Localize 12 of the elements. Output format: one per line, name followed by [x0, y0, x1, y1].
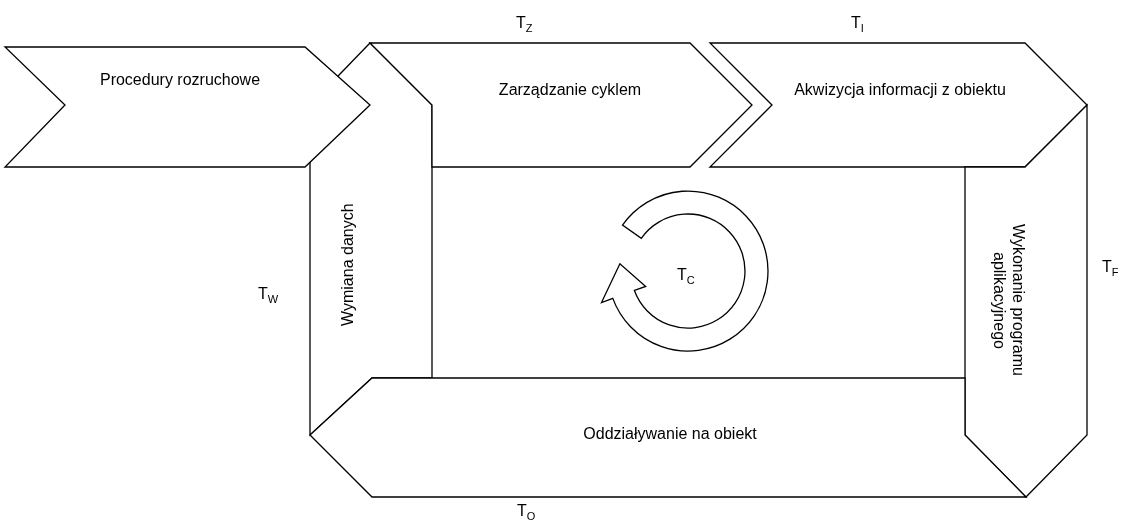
time-symbol: T$_{I}$: [851, 14, 864, 35]
time-symbol: T$_{C}$: [677, 266, 695, 287]
step-label: Wykonanie programu aplikacyjnego: [990, 223, 1028, 378]
time-symbol: T$_{Z}$: [516, 14, 533, 35]
step-label: Oddziaływanie na obiekt: [582, 424, 758, 443]
step-label: Akwizycja informacji z obiektu: [793, 80, 1007, 99]
time-symbol: T$_{O}$: [517, 502, 536, 523]
step-label: Zarządzanie cyklem: [497, 80, 643, 99]
step-label: Wymiana danych: [338, 202, 357, 329]
time-symbol: T$_{F}$: [1102, 258, 1119, 279]
step-label: Procedury rozruchowe: [98, 70, 262, 89]
time-symbol: T$_{W}$: [258, 285, 279, 306]
